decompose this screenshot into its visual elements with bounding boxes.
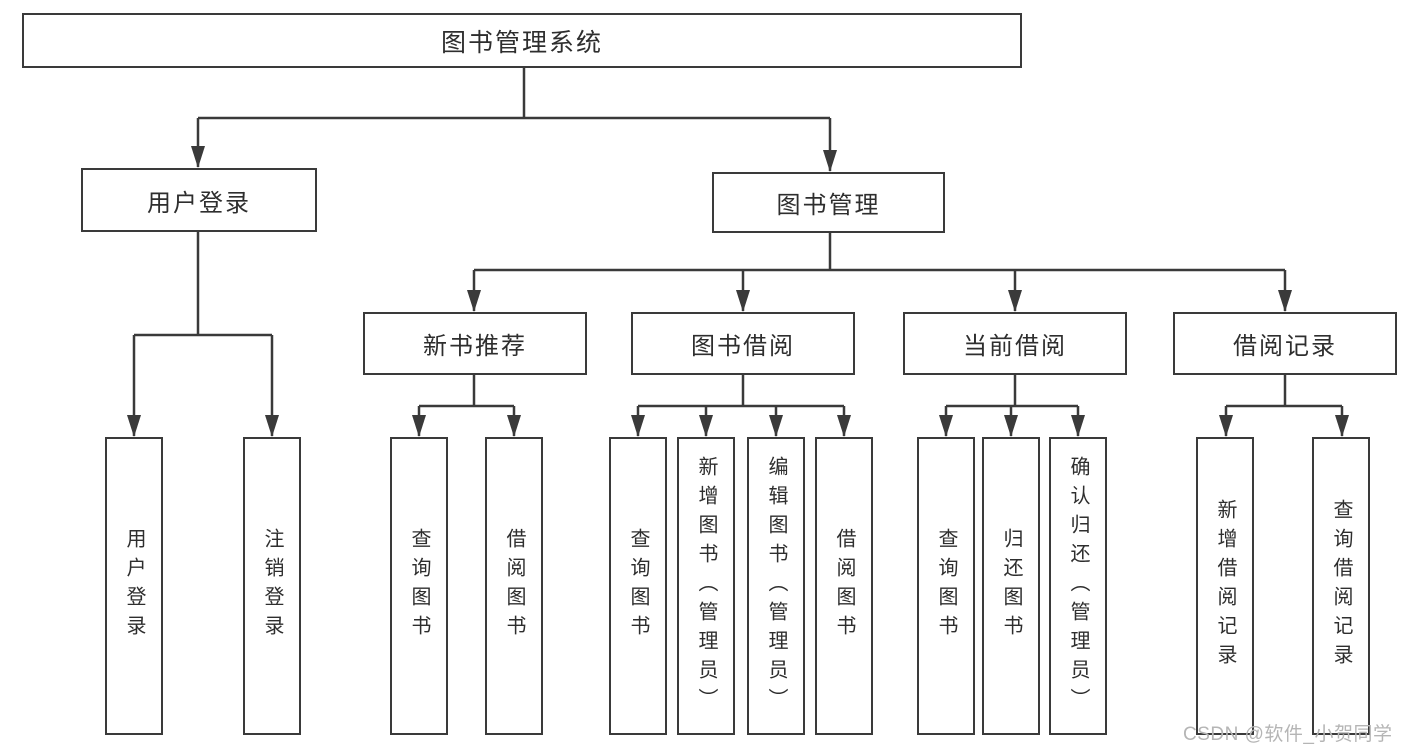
node-label: 归还图书 [1000, 528, 1022, 644]
node-library-management-system: 图书管理系统 [22, 13, 1022, 68]
node-book-management: 图书管理 [712, 172, 945, 233]
node-label: 用户登录 [147, 189, 251, 217]
node-label: 当前借阅 [963, 333, 1067, 360]
node-borrowing-records: 借阅记录 [1173, 312, 1397, 375]
leaf-borrow-books-borrowing: 借阅图书 [815, 437, 873, 735]
node-label: 注销登录 [261, 528, 283, 644]
leaf-query-books-borrowing: 查询图书 [609, 437, 667, 735]
node-label: 查询借阅记录 [1330, 499, 1352, 673]
node-label: 新增借阅记录 [1214, 499, 1236, 673]
node-user-login: 用户登录 [81, 168, 317, 232]
node-label: 图书借阅 [691, 333, 795, 360]
leaf-add-book-admin: 新增图书（管理员） [677, 437, 735, 735]
node-label: 确认归还（管理员） [1067, 455, 1089, 717]
node-label: 图书管理系统 [440, 28, 603, 57]
leaf-add-borrow-record: 新增借阅记录 [1196, 437, 1254, 735]
leaf-logout: 注销登录 [243, 437, 301, 735]
node-label: 新书推荐 [423, 333, 527, 360]
leaf-borrow-books-recommend: 借阅图书 [485, 437, 543, 735]
node-label: 查询图书 [408, 528, 430, 644]
node-label: 用户登录 [123, 528, 145, 644]
node-label: 查询图书 [935, 528, 957, 644]
node-label: 查询图书 [627, 528, 649, 644]
leaf-return-book: 归还图书 [982, 437, 1040, 735]
leaf-query-books-current: 查询图书 [917, 437, 975, 735]
node-label: 新增图书（管理员） [695, 455, 717, 717]
node-new-book-recommendation: 新书推荐 [363, 312, 587, 375]
node-label: 借阅图书 [503, 528, 525, 644]
leaf-edit-book-admin: 编辑图书（管理员） [747, 437, 805, 735]
leaf-user-login: 用户登录 [105, 437, 163, 735]
node-label: 借阅记录 [1233, 333, 1337, 360]
node-label: 编辑图书（管理员） [765, 455, 787, 717]
leaf-query-borrow-record: 查询借阅记录 [1312, 437, 1370, 735]
leaf-query-books-recommend: 查询图书 [390, 437, 448, 735]
watermark: CSDN @软件_小贺同学 [1183, 724, 1393, 745]
node-current-borrowing: 当前借阅 [903, 312, 1127, 375]
node-book-borrowing: 图书借阅 [631, 312, 855, 375]
node-label: 借阅图书 [833, 528, 855, 644]
leaf-confirm-return-admin: 确认归还（管理员） [1049, 437, 1107, 735]
node-label: 图书管理 [776, 192, 881, 219]
